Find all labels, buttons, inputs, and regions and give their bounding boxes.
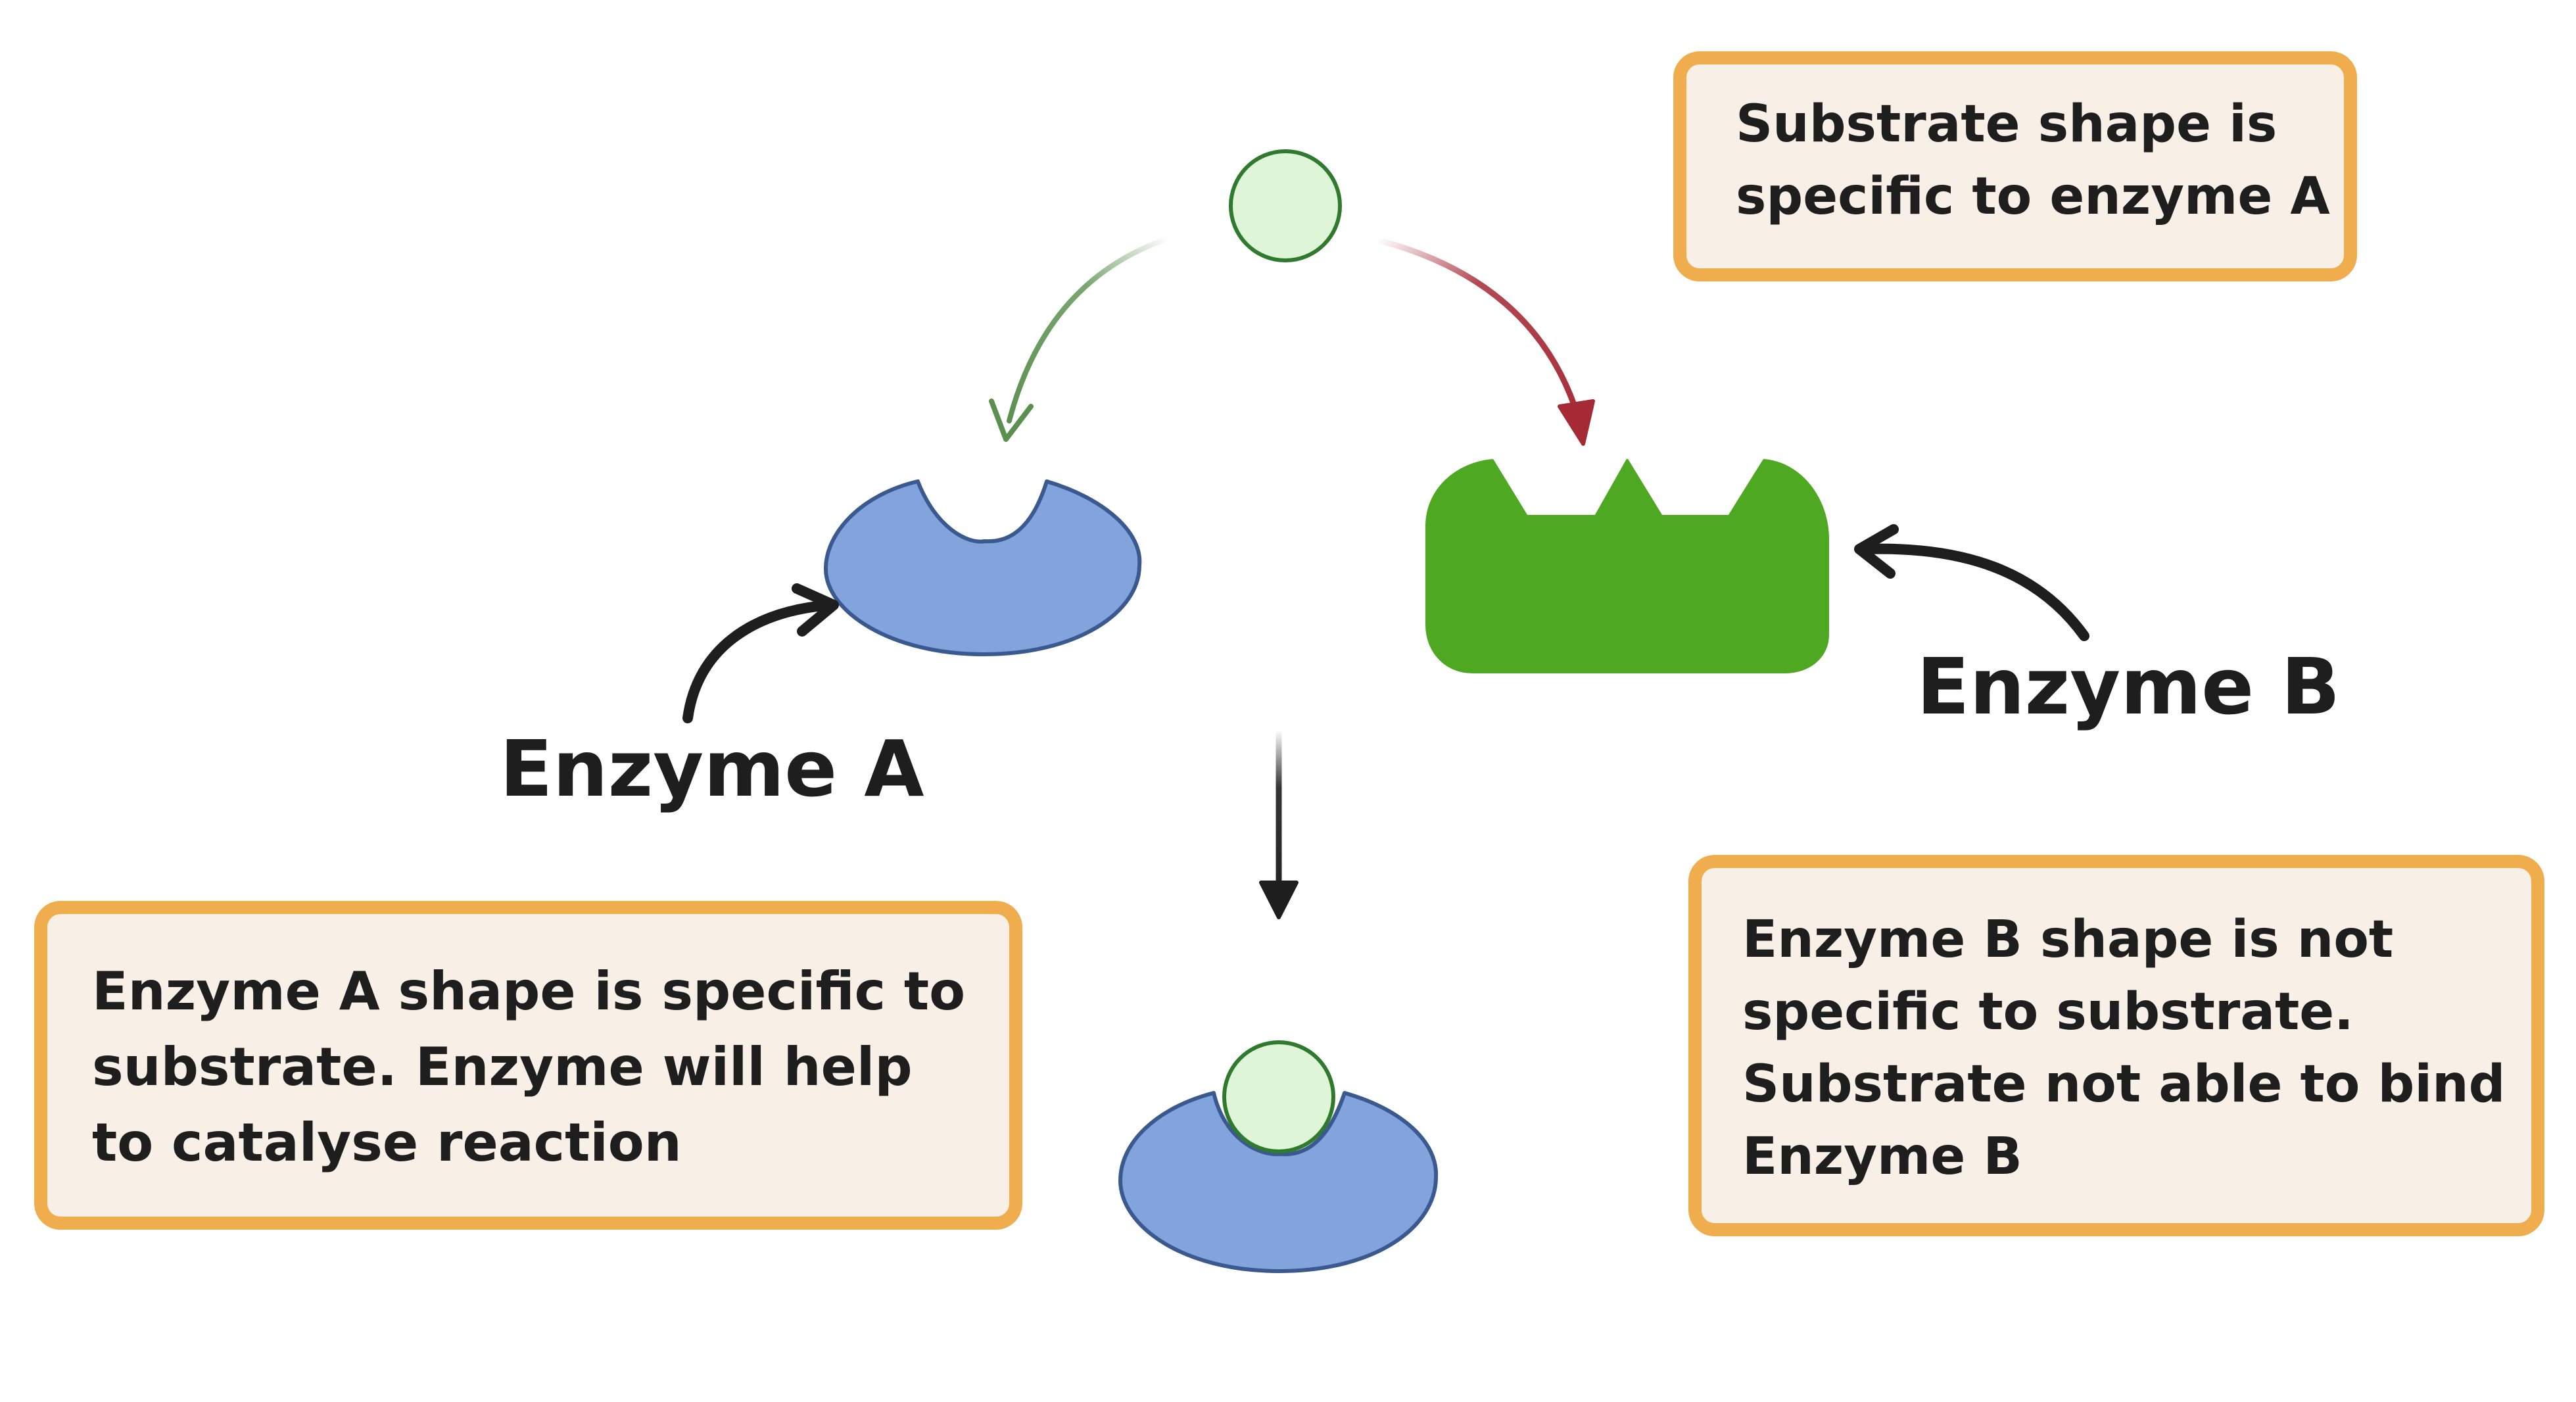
enzyme-a-note: Enzyme A shape is specific to substrate.… bbox=[34, 901, 1022, 1230]
no-bind-arrow bbox=[1374, 237, 1595, 446]
enzyme-b-note: Enzyme B shape is not specific to substr… bbox=[1688, 855, 2544, 1236]
substrate-note-box bbox=[1673, 51, 2357, 281]
bind-arrow bbox=[989, 237, 1166, 442]
substrate-note-line-2: specific to enzyme A bbox=[1736, 167, 2330, 226]
enzyme-b-note-line-4: Enzyme B bbox=[1742, 1127, 2022, 1186]
bound-substrate-shape bbox=[1222, 1040, 1335, 1153]
substrate-note: Substrate shape is specific to enzyme A bbox=[1673, 51, 2357, 281]
enzyme-a-note-box bbox=[34, 901, 1022, 1230]
enzyme-b-label: Enzyme B bbox=[1917, 641, 2340, 732]
enzyme-a-note-line-3: to catalyse reaction bbox=[92, 1112, 682, 1173]
enzyme-b-note-line-2: specific to substrate. bbox=[1742, 982, 2354, 1042]
complex-enzyme-shape bbox=[1118, 1091, 1439, 1273]
enzyme-a-shape bbox=[824, 479, 1142, 656]
enzyme-a-note-line-1: Enzyme A shape is specific to bbox=[92, 961, 965, 1022]
enzyme-b-pointer-arrow bbox=[1854, 524, 2089, 641]
substrate-shape bbox=[1229, 149, 1342, 262]
enzyme-b-note-line-1: Enzyme B shape is not bbox=[1742, 910, 2393, 969]
enzyme-a-label: Enzyme A bbox=[500, 723, 924, 814]
enzyme-a-note-line-2: substrate. Enzyme will help bbox=[92, 1036, 913, 1098]
substrate-note-line-1: Substrate shape is bbox=[1736, 95, 2277, 154]
enzyme-a-pointer-arrow bbox=[682, 583, 839, 723]
enzyme-b-note-box bbox=[1688, 855, 2544, 1236]
enzyme-substrate-complex bbox=[1118, 1040, 1439, 1273]
enzyme-b-shape bbox=[1425, 459, 1829, 673]
enzyme-b-note-line-3: Substrate not able to bind bbox=[1742, 1055, 2505, 1114]
result-arrow bbox=[1259, 730, 1299, 919]
